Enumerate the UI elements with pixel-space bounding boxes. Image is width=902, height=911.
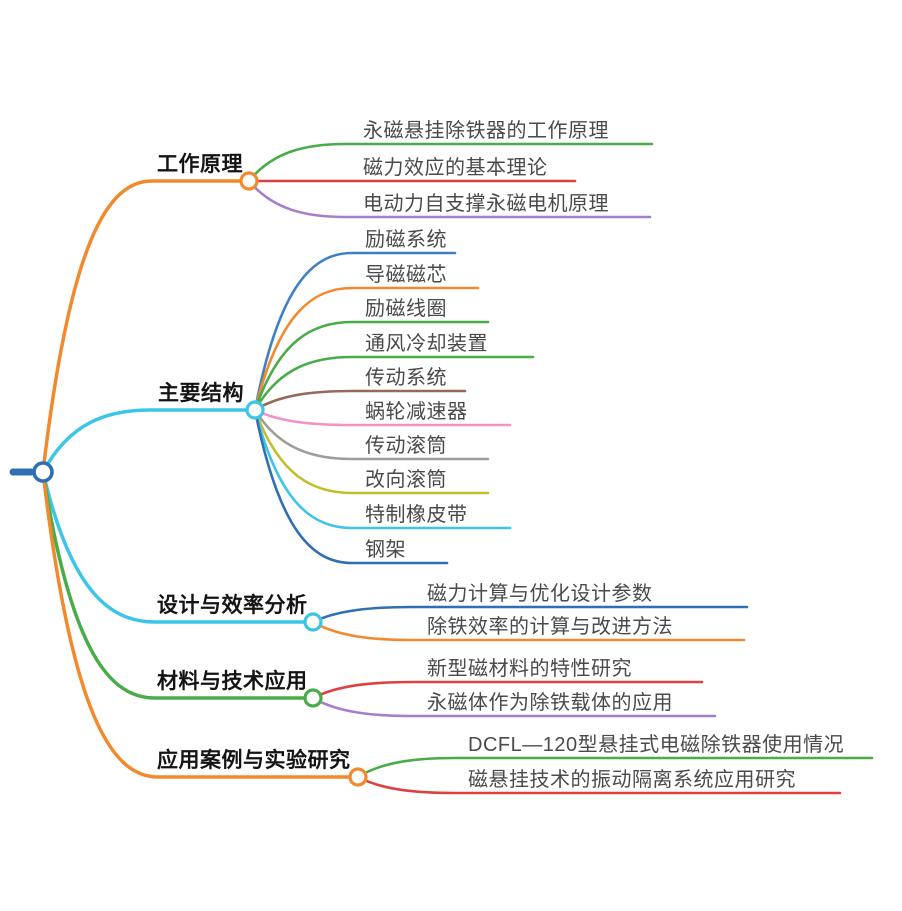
topic-node-5[interactable]: 应用案例与实验研究 — [157, 749, 351, 772]
leaf-node[interactable]: 钢架 — [365, 539, 406, 561]
leaf-line — [311, 620, 746, 642]
leaf-line — [356, 775, 842, 795]
topic-node-circle-2[interactable] — [245, 400, 265, 420]
leaf-line — [253, 408, 449, 565]
leaf-line — [253, 408, 490, 495]
leaf-node[interactable]: 永磁体作为除铁载体的应用 — [427, 692, 673, 714]
leaf-node[interactable]: 磁力效应的基本理论 — [363, 157, 548, 179]
branch-line — [41, 408, 257, 474]
leaf-line — [356, 756, 874, 779]
leaf-line — [311, 605, 749, 624]
leaf-node[interactable]: 导磁磁芯 — [365, 264, 447, 286]
leaf-line — [253, 355, 535, 412]
leaf-node[interactable]: 通风冷却装置 — [365, 333, 488, 355]
root-node-circle[interactable] — [32, 461, 54, 483]
topic-node-circle-5[interactable] — [348, 767, 368, 787]
leaf-node[interactable]: 除铁效率的计算与改进方法 — [427, 616, 673, 638]
branch-line — [41, 470, 315, 624]
leaf-node[interactable]: 永磁悬挂除铁器的工作原理 — [363, 120, 609, 142]
leaf-node[interactable]: 电动力自支撑永磁电机原理 — [363, 193, 609, 215]
leaf-node[interactable]: 磁力计算与优化设计参数 — [427, 583, 653, 605]
leaf-node[interactable]: DCFL—120型悬挂式电磁除铁器使用情况 — [468, 734, 845, 756]
leaf-line — [253, 408, 512, 530]
leaf-node[interactable]: 励磁线圈 — [365, 298, 447, 320]
leaf-line — [253, 408, 490, 461]
leaf-line — [253, 251, 457, 412]
leaf-line — [253, 408, 512, 427]
topic-node-circle-3[interactable] — [303, 612, 323, 632]
leaf-line — [247, 179, 652, 219]
branch-line — [41, 470, 360, 779]
leaf-node[interactable]: 传动滚筒 — [365, 435, 447, 457]
leaf-node[interactable]: 新型磁材料的特性研究 — [427, 658, 632, 680]
topic-node-circle-1[interactable] — [239, 171, 259, 191]
topic-node-circle-4[interactable] — [303, 688, 323, 708]
leaf-line — [311, 696, 717, 718]
leaf-line — [311, 680, 704, 700]
topic-node-1[interactable]: 工作原理 — [157, 153, 243, 176]
leaf-node[interactable]: 特制橡皮带 — [365, 504, 468, 526]
leaf-line — [253, 286, 480, 412]
leaf-line — [253, 320, 490, 412]
branch-line — [41, 179, 251, 474]
branch-line — [41, 470, 315, 700]
leaf-node[interactable]: 磁悬挂技术的振动隔离系统应用研究 — [468, 769, 796, 791]
topic-node-2[interactable]: 主要结构 — [158, 382, 244, 405]
leaf-node[interactable]: 励磁系统 — [365, 229, 447, 251]
leaf-node[interactable]: 传动系统 — [365, 367, 447, 389]
topic-node-3[interactable]: 设计与效率分析 — [157, 594, 308, 617]
topic-node-4[interactable]: 材料与技术应用 — [157, 670, 308, 693]
leaf-node[interactable]: 蜗轮减速器 — [365, 401, 468, 423]
leaf-line — [247, 142, 654, 183]
leaf-node[interactable]: 改向滚筒 — [365, 469, 447, 491]
leaf-line — [253, 389, 467, 412]
